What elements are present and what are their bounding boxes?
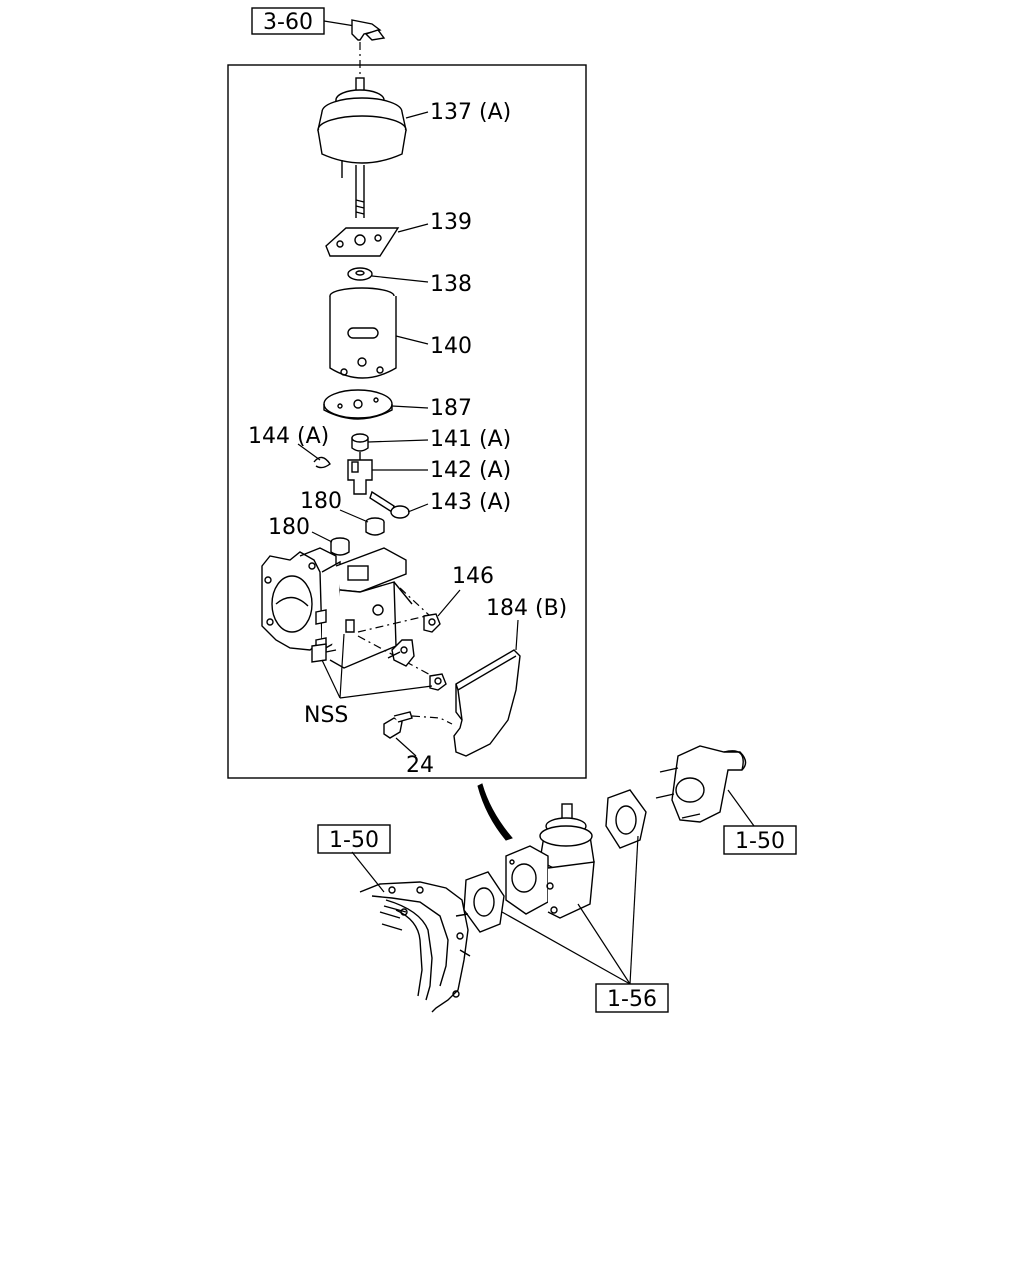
ref-box-1-50-right[interactable]: 1-50 [723,825,797,855]
gasket-left-part [463,871,505,933]
clevis-part [347,452,373,495]
nut-141-part [351,433,369,452]
disc-part [323,389,393,420]
callout-146: 146 [452,564,494,589]
callout-142a: 142 (A) [430,458,511,483]
ref-box-1-50-left[interactable]: 1-50 [317,824,391,854]
heat-shield-part [329,287,397,379]
brake-assembly-part [505,803,595,919]
clip-part [313,456,331,469]
vacuum-actuator-part [317,77,407,218]
callout-180b: 180 [268,515,310,540]
callout-180a: 180 [300,489,342,514]
callout-137a: 137 (A) [430,100,511,125]
gasket-right-part [605,789,647,849]
callout-24: 24 [406,753,434,778]
nut-180-a-part [365,517,385,536]
callout-144a: 144 (A) [248,424,329,449]
callout-141a: 141 (A) [430,427,511,452]
bracket-plate-part [325,227,400,257]
bolt-24-part [383,711,413,739]
nss-studs [311,643,337,663]
ref-box-3-60[interactable]: 3-60 [251,7,325,35]
assembly-line-24 [411,715,453,725]
assembly-line-146 [357,615,427,633]
ref-label-3-60: 3-60 [263,10,313,35]
nut-146-part [423,613,441,633]
pin-part [369,490,410,519]
detail-frame [227,64,587,779]
callout-140: 140 [430,334,472,359]
nut-180-b-part [330,537,350,556]
callout-nss: NSS [304,703,348,728]
lever-plate-part [387,639,415,667]
ref-label-1-50-right: 1-50 [735,829,785,854]
shield-bracket-part [453,649,521,757]
callout-138: 138 [430,272,472,297]
exhaust-pipe-part [655,745,747,823]
ref-box-1-56[interactable]: 1-56 [595,983,669,1013]
callout-139: 139 [430,210,472,235]
ref-label-1-56: 1-56 [607,987,657,1012]
assembly-line-146b [399,587,431,617]
washer-part [347,267,373,281]
callout-184b: 184 (B) [486,596,567,621]
assembly-line-nss [357,635,437,679]
nss-nut-part [429,673,447,691]
exhaust-brake-body-part [261,547,413,669]
detail-arrow [477,783,513,841]
ref-label-1-50-left: 1-50 [329,828,379,853]
callout-187: 187 [430,396,472,421]
callout-143a: 143 (A) [430,490,511,515]
vacuum-hose [323,19,386,80]
exhaust-manifold-part [359,881,471,1013]
